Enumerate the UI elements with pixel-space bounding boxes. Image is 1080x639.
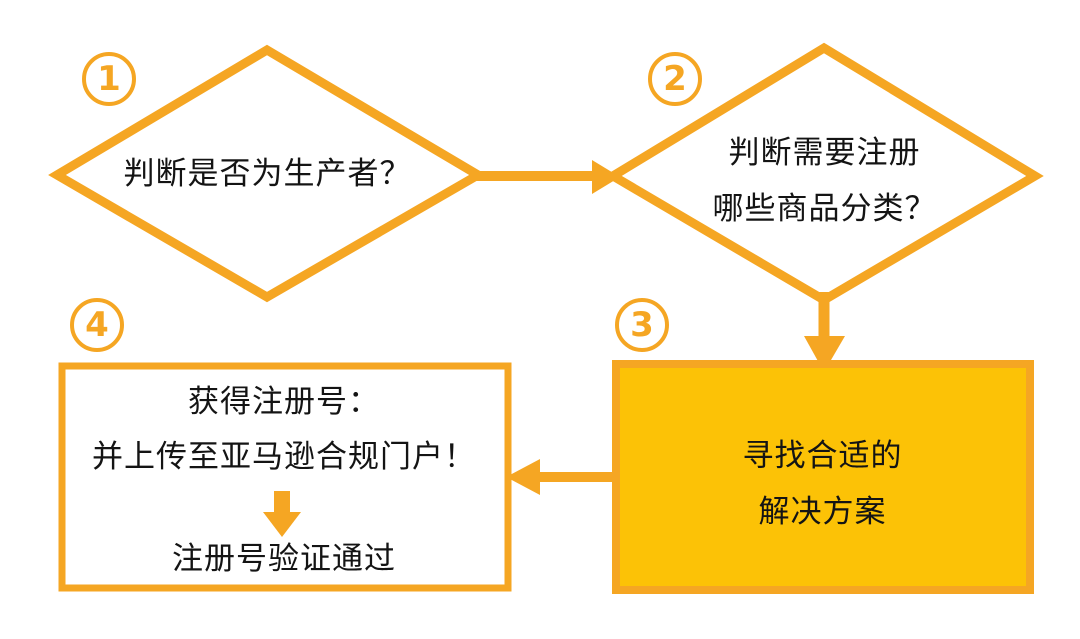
process-box-3[interactable]	[612, 360, 1034, 594]
process-box-3-line-2: 解决方案	[758, 494, 887, 530]
process-box-4-line-2: 并上传至亚马逊合规门户！	[92, 439, 476, 475]
connector-step2-to-step3	[804, 292, 845, 372]
inner-down-arrow-icon	[263, 491, 301, 537]
decision-diamond-1-line-1: 判断是否为生产者？	[123, 156, 412, 192]
decision-diamond-1-label: 判断是否为生产者？	[57, 148, 478, 200]
connector-step1-to-step2	[473, 160, 620, 194]
process-box-4-line-1: 获得注册号：	[188, 384, 380, 420]
decision-diamond-2-label: 判断需要注册 哪些商品分类？	[614, 125, 1035, 237]
process-box-4-line-3: 注册号验证通过	[172, 541, 396, 577]
process-box-3-line-1: 寻找合适的	[742, 438, 903, 474]
process-box-4[interactable]	[58, 362, 512, 592]
step-badge-3: 3	[615, 298, 669, 352]
decision-diamond-2-line-1: 判断需要注册	[728, 135, 921, 171]
step-badge-4: 4	[70, 298, 124, 352]
process-box-3-label: 寻找合适的 解决方案	[615, 428, 1030, 540]
decision-diamond-2-line-2: 哪些商品分类？	[712, 191, 937, 227]
step-badge-1: 1	[82, 52, 136, 106]
step-badge-2: 2	[648, 52, 702, 106]
connector-step3-to-step4	[506, 459, 618, 495]
decision-diamond-1[interactable]	[48, 44, 487, 303]
